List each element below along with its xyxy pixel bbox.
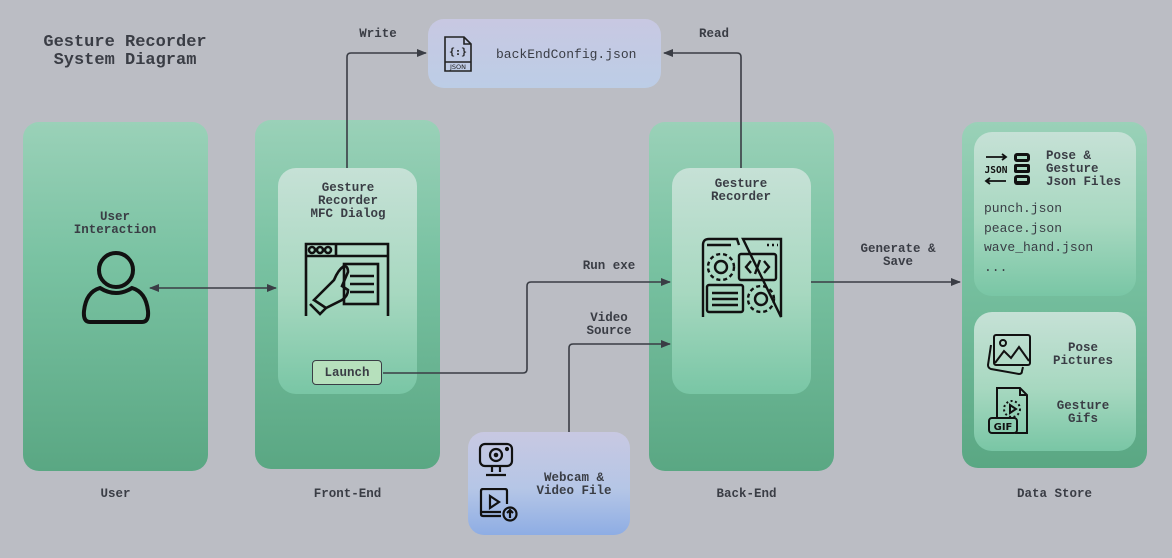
- pose-pictures-label: Pose Pictures: [1052, 341, 1113, 368]
- svg-text:JSON: JSON: [449, 63, 466, 71]
- webcam-icon: [478, 442, 514, 477]
- datastore-column-title: Data Store: [1016, 487, 1092, 501]
- gesture-gifs-label: Gesture Gifs: [1056, 399, 1110, 426]
- json-file-icon: {:} JSON: [444, 36, 472, 72]
- json-database-icon: JSON: [984, 153, 1030, 185]
- json-file-item[interactable]: wave_hand.json: [984, 240, 1094, 255]
- json-file-item[interactable]: punch.json: [984, 201, 1063, 216]
- diagram-title: Gesture Recorder System Diagram: [43, 33, 207, 70]
- frontend-column-title: Front-End: [313, 487, 382, 501]
- json-file-item[interactable]: peace.json: [984, 220, 1063, 236]
- svg-text:GIF: GIF: [994, 422, 1013, 433]
- run-exe-edge: [383, 278, 671, 374]
- video-source-label: Video Source: [586, 311, 632, 338]
- write-label: Write: [359, 27, 397, 41]
- json-files-node: [974, 132, 1136, 296]
- frontend-node: [278, 168, 417, 394]
- json-file-item: ...: [984, 259, 1008, 275]
- svg-text:JSON: JSON: [985, 165, 1008, 176]
- read-edge: [663, 49, 742, 168]
- app-settings-code-icon: [701, 237, 783, 318]
- read-label: Read: [698, 27, 729, 41]
- user-column: [23, 122, 208, 471]
- config-filename: backEndConfig.json: [496, 47, 637, 62]
- backend-column-title: Back-End: [716, 487, 777, 501]
- video-source-edge: [568, 340, 671, 432]
- image-gallery-icon: [986, 334, 1031, 376]
- user-node-label: User Interaction: [73, 210, 157, 237]
- video-upload-icon: [479, 488, 518, 522]
- config-file-node: [428, 19, 661, 88]
- user-column-title: User: [100, 487, 131, 501]
- backend-node-label: Gesture Recorder: [710, 177, 771, 204]
- write-edge: [346, 49, 427, 168]
- json-files-label: Pose & Gesture Json Files: [1046, 149, 1122, 189]
- user-icon: [81, 251, 151, 324]
- json-file-list: punch.json peace.json wave_hand.json ...: [984, 199, 1093, 277]
- svg-text:{:}: {:}: [449, 47, 467, 58]
- launch-button[interactable]: Launch: [312, 360, 382, 385]
- generate-save-label: Generate & Save: [860, 242, 936, 269]
- gif-file-icon: GIF: [988, 387, 1028, 434]
- run-exe-label: Run exe: [582, 259, 636, 273]
- frontend-node-label: Gesture Recorder MFC Dialog: [310, 181, 386, 221]
- dialog-touch-icon: [304, 242, 390, 316]
- video-source-node-label: Webcam & Video File: [536, 471, 612, 498]
